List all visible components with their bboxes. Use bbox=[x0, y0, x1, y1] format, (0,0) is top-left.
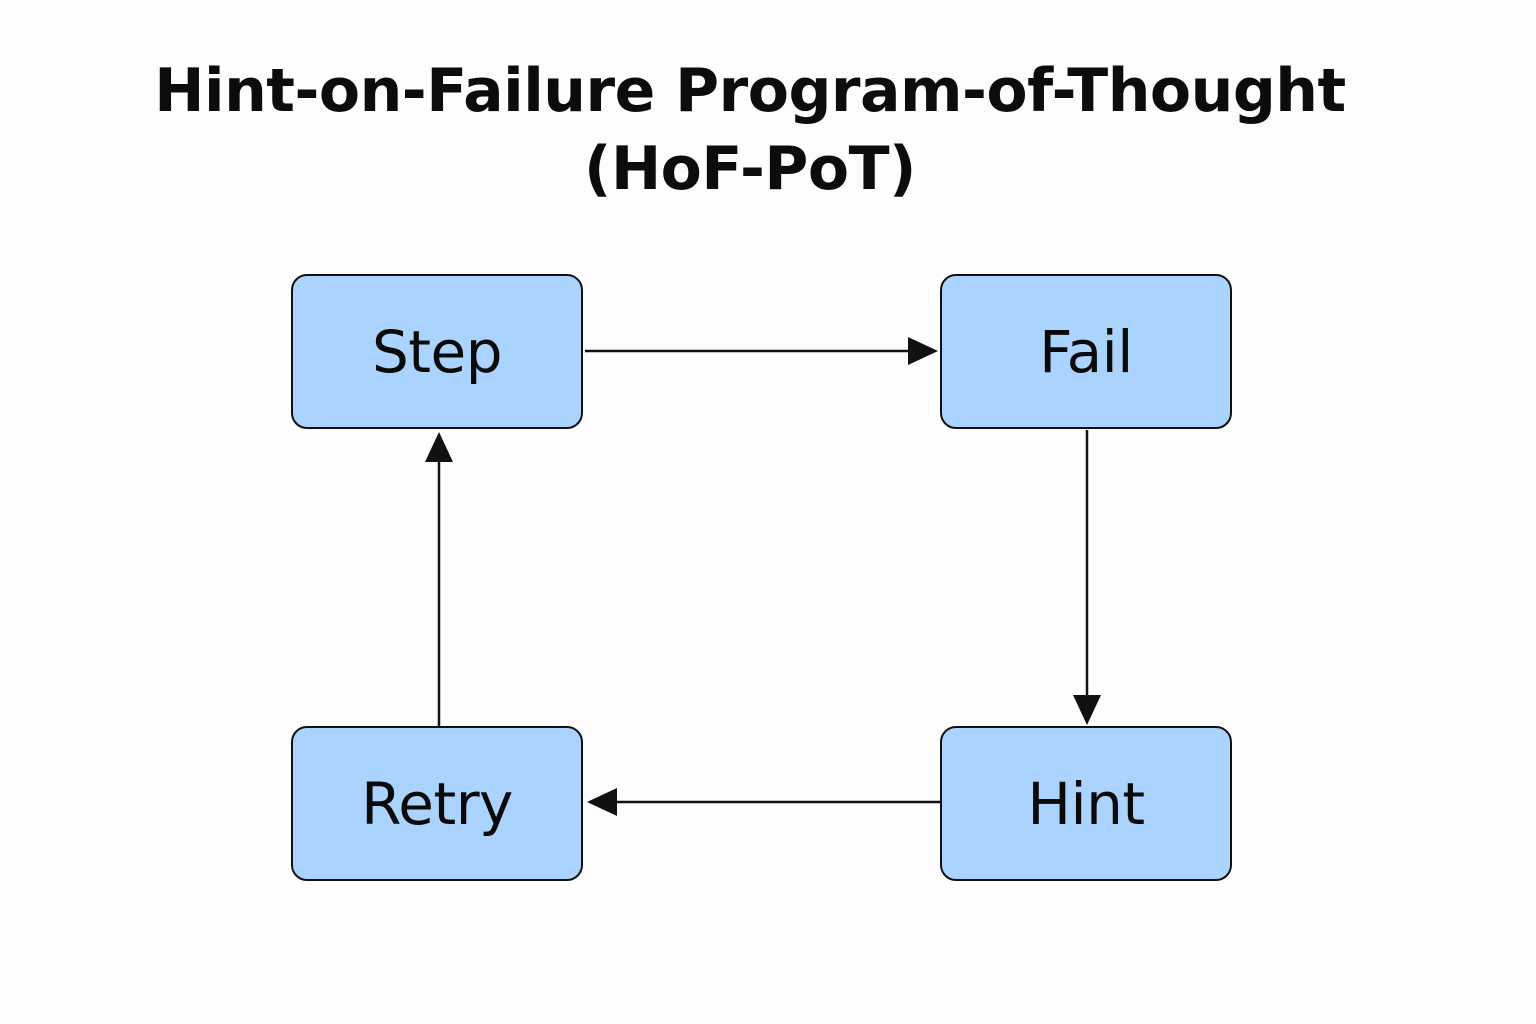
edge-hint-to-retry bbox=[587, 788, 940, 816]
node-retry: Retry bbox=[291, 726, 583, 881]
edge-step-to-fail bbox=[585, 337, 938, 365]
arrowhead-up-icon bbox=[425, 432, 453, 462]
node-hint: Hint bbox=[940, 726, 1232, 881]
node-fail: Fail bbox=[940, 274, 1232, 429]
title-line-1: Hint-on-Failure Program-of-Thought bbox=[154, 56, 1346, 126]
node-step: Step bbox=[291, 274, 583, 429]
edge-fail-to-hint bbox=[1073, 430, 1101, 725]
title-line-2: (HoF-PoT) bbox=[584, 134, 916, 204]
edge-retry-to-step bbox=[425, 432, 453, 726]
arrowhead-down-icon bbox=[1073, 695, 1101, 725]
node-fail-label: Fail bbox=[1039, 317, 1133, 386]
node-step-label: Step bbox=[371, 317, 503, 386]
node-retry-label: Retry bbox=[361, 769, 513, 838]
node-hint-label: Hint bbox=[1027, 769, 1145, 838]
diagram-title: Hint-on-Failure Program-of-Thought (HoF-… bbox=[0, 52, 1500, 208]
arrowhead-left-icon bbox=[587, 788, 617, 816]
arrowhead-right-icon bbox=[908, 337, 938, 365]
